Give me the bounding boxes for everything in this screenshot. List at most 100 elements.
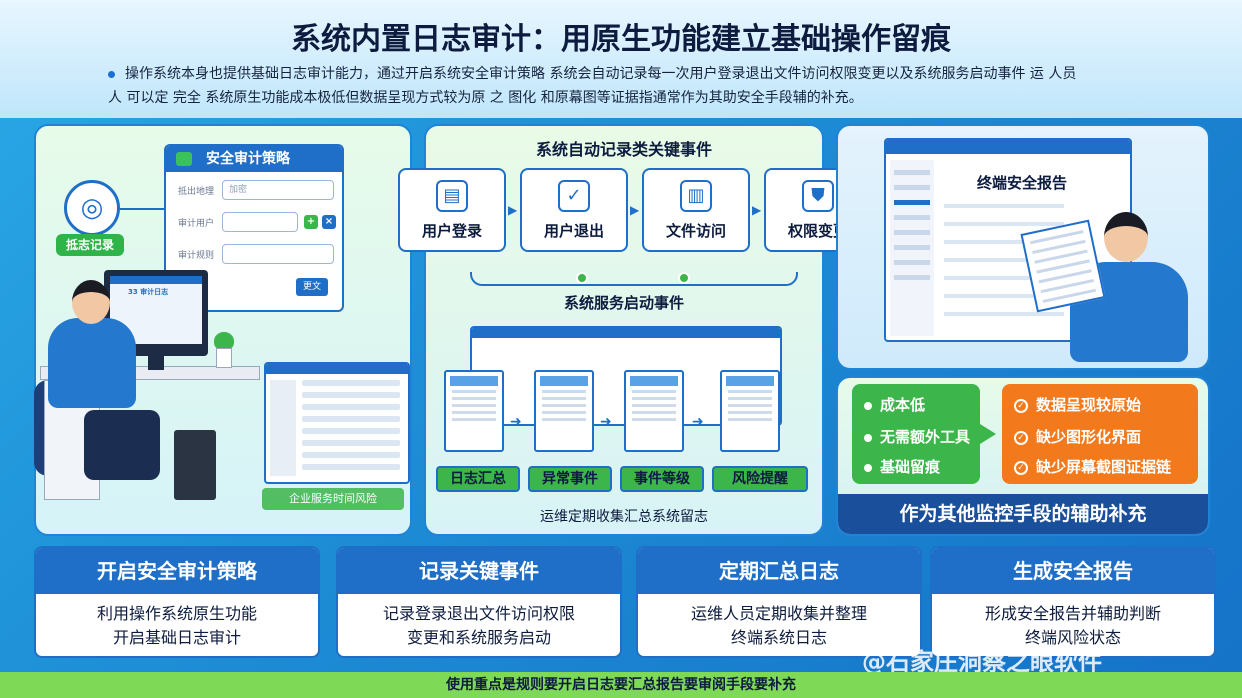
pro-item: 基础留痕: [864, 456, 940, 477]
mid-footer: 运维定期收集汇总系统留志: [540, 509, 708, 525]
step-text: 终端风险状态: [1024, 628, 1121, 647]
service-node: [576, 272, 588, 284]
add-button[interactable]: +: [304, 215, 318, 229]
policy-field-3[interactable]: [222, 244, 334, 264]
arrow-right-icon: ➜: [510, 414, 522, 430]
log-document: [720, 370, 780, 452]
arrow-right-icon: ▶: [508, 203, 518, 217]
intro-line-2: 人 可以定 完全 系统原生功能成本极低但数据呈现方式较为原 之 图化 和原幕图等…: [108, 90, 863, 106]
audit-tag: 抵志记录: [56, 234, 124, 256]
arrow-right-icon: ➜: [692, 414, 704, 430]
bullet-icon: [864, 433, 872, 442]
step-title: 开启安全审计策略: [36, 548, 318, 594]
person-head: [72, 280, 110, 324]
con-item: ✓缺少图形化界面: [1014, 426, 1141, 447]
event-card-logout: ✓ 用户退出: [520, 168, 628, 252]
bullet-icon: [864, 463, 872, 472]
summary-banner: 作为其他监控手段的辅助补充: [838, 494, 1208, 534]
step-card: 开启安全审计策略 利用操作系统原生功能开启基础日志审计: [34, 546, 320, 658]
step-text: 利用操作系统原生功能: [96, 604, 257, 623]
shield-download-icon: ⛊: [802, 180, 834, 212]
field-label: 审计用户: [178, 219, 215, 229]
policy-row: 审计用户 + ×: [174, 210, 336, 236]
policy-field-1[interactable]: 加密: [222, 180, 334, 200]
step-text: 记录登录退出文件访问权限: [382, 604, 575, 623]
pc-tower: [174, 430, 216, 500]
step-title: 记录关键事件: [338, 548, 620, 594]
check-circle-icon: ✓: [1014, 398, 1028, 413]
intro-line-1: 操作系统本身也提供基础日志审计能力，通过开启系统安全审计策略 系统会自动记录每一…: [125, 66, 1077, 82]
connector-line: [118, 208, 164, 210]
step-text: 终端系统日志: [730, 628, 827, 647]
step-title: 生成安全报告: [932, 548, 1214, 594]
person-body: [48, 318, 136, 408]
service-node: [678, 272, 690, 284]
policy-row: 抵出地理 加密: [174, 178, 334, 204]
header-background: [0, 0, 1242, 118]
watermark: @石家庄洞察之眼软件: [862, 648, 1102, 676]
pros-box: [852, 384, 980, 484]
log-document: [444, 370, 504, 452]
log-document: [534, 370, 594, 452]
event-label: 文件访问: [665, 222, 726, 240]
event-label: 权限变更: [787, 222, 848, 240]
con-item: ✓数据呈现较原始: [1014, 394, 1141, 415]
con-item: ✓缺少屏幕截图证据链: [1014, 456, 1171, 477]
cons-box: [1002, 384, 1198, 484]
save-button[interactable]: 更文: [296, 278, 328, 296]
pro-item: 无需额外工具: [864, 426, 970, 447]
policy-window: 安全审计策略 抵出地理 加密 审计用户 + × 审计规则 更文: [164, 144, 344, 312]
plant-pot: [216, 348, 232, 368]
stage-level: 事件等级: [620, 466, 704, 492]
stage-anomaly: 异常事件: [528, 466, 612, 492]
step-text: 开启基础日志审计: [112, 628, 241, 647]
step-text: 形成安全报告并辅助判断: [984, 604, 1161, 623]
page-title: 系统内置日志审计：用原生功能建立基础操作留痕: [291, 22, 951, 57]
arrow-right-icon: [980, 424, 996, 444]
shield-check-icon: ✓: [558, 180, 590, 212]
field-label: 抵出地理: [178, 187, 215, 197]
policy-title: 安全审计策略: [206, 151, 290, 167]
audit-target-icon: ◎: [64, 180, 120, 236]
monitor-text: 33 审计日志: [128, 288, 169, 296]
calendar-chart-icon: ▥: [680, 180, 712, 212]
person-legs: [84, 410, 160, 480]
monitor-stand: [148, 356, 164, 370]
events-title: 系统自动记录类关键事件: [535, 140, 712, 159]
arrow-right-icon: ▶: [752, 203, 762, 217]
monitor: 33 审计日志: [104, 270, 208, 356]
service-connector: [470, 272, 798, 286]
arrow-right-icon: ➜: [600, 414, 612, 430]
plant-icon: [214, 332, 234, 350]
remove-button[interactable]: ×: [322, 215, 336, 229]
pro-item: 成本低: [864, 394, 925, 415]
step-card: 生成安全报告 形成安全报告并辅助判断终端风险状态: [930, 546, 1216, 658]
step-card: 定期汇总日志 运维人员定期收集并整理终端系统日志: [636, 546, 922, 658]
log-document: [624, 370, 684, 452]
bullet-icon: [864, 401, 872, 410]
event-card-login: ▤ 用户登录: [398, 168, 506, 252]
event-card-file-access: ▥ 文件访问: [642, 168, 750, 252]
window-icon: [176, 152, 192, 166]
policy-header: 安全审计策略: [166, 146, 342, 172]
enterprise-tag: 企业服务时间风险: [262, 488, 404, 510]
check-circle-icon: ✓: [1014, 430, 1028, 445]
event-label: 用户登录: [421, 222, 482, 240]
step-card: 记录关键事件 记录登录退出文件访问权限变更和系统服务启动: [336, 546, 622, 658]
intro-text: 操作系统本身也提供基础日志审计能力，通过开启系统安全审计策略 系统会自动记录每一…: [108, 62, 1168, 110]
step-text: 运维人员定期收集并整理: [690, 604, 867, 623]
document-icon: ▤: [436, 180, 468, 212]
footer-banner: 使用重点是规则要开启日志要汇总报告要审阅手段要补充: [0, 672, 1242, 698]
service-label: 系统服务启动事件: [563, 294, 684, 312]
stage-risk-alert: 风险提醒: [712, 466, 808, 492]
arrow-right-icon: ▶: [630, 203, 640, 217]
field-label: 审计规则: [178, 251, 215, 261]
step-text: 变更和系统服务启动: [406, 628, 551, 647]
policy-field-2[interactable]: [222, 212, 298, 232]
event-label: 用户退出: [543, 222, 604, 240]
policy-row: 审计规则: [174, 242, 334, 268]
step-title: 定期汇总日志: [638, 548, 920, 594]
check-circle-icon: ✓: [1014, 460, 1028, 475]
report-title: 终端安全报告: [976, 174, 1067, 192]
person-head: [1104, 212, 1148, 262]
